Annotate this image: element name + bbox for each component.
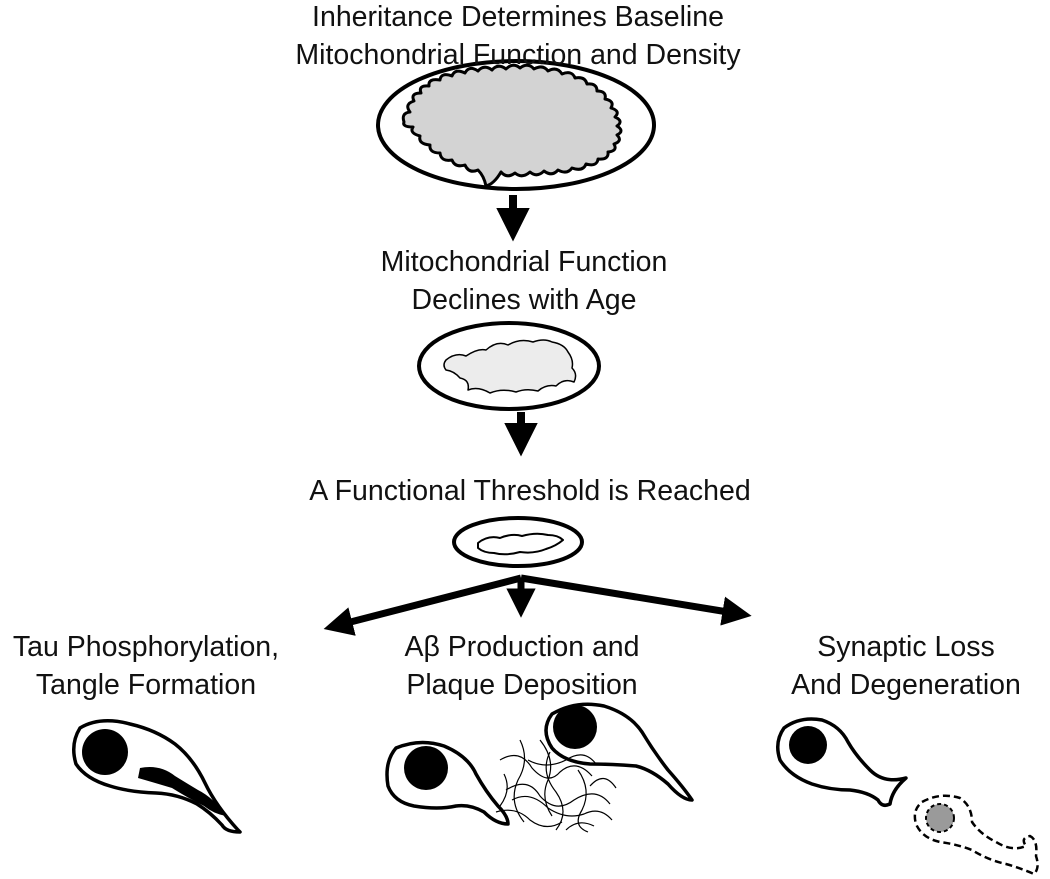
outcome-tau-line2: Tangle Formation (35, 669, 257, 701)
arrow-to-tau (323, 574, 522, 636)
step-threshold-title: A Functional Threshold is Reached (220, 472, 840, 510)
outcome-synaptic-title: Synaptic Loss And Degeneration (764, 628, 1048, 704)
outcome-tau-title: Tau Phosphorylation, Tangle Formation (0, 628, 292, 704)
step-decline-line2: Declines with Age (411, 284, 637, 316)
arrow-to-synaptic (520, 574, 752, 626)
outcome-abeta-line1: Aβ Production and (404, 631, 640, 663)
step-inheritance-line2: Mitochondrial Function and Density (295, 39, 741, 71)
outcome-abeta-line2: Plaque Deposition (406, 669, 638, 701)
step-decline-line1: Mitochondrial Function (380, 246, 668, 278)
aging-mitochondrion-icon (417, 321, 601, 411)
degenerating-neurons-icon (776, 717, 1039, 876)
amyloid-plaque-fibrils (495, 739, 617, 833)
outcome-tau-line1: Tau Phosphorylation, (12, 631, 280, 663)
neurons-with-plaque-icon (385, 702, 694, 833)
step-threshold-line1: A Functional Threshold is Reached (309, 475, 751, 507)
neuron-with-tangle-icon (72, 719, 242, 834)
healthy-mitochondrion-icon (376, 59, 656, 191)
outcome-abeta-title: Aβ Production and Plaque Deposition (372, 628, 672, 704)
threshold-mitochondrion-icon (452, 516, 584, 568)
step-inheritance-title: Inheritance Determines Baseline Mitochon… (183, 0, 853, 74)
branching-arrows (323, 574, 752, 636)
outcome-synaptic-line1: Synaptic Loss (817, 631, 995, 663)
step-inheritance-line1: Inheritance Determines Baseline (312, 1, 724, 33)
step-decline-title: Mitochondrial Function Declines with Age (274, 243, 774, 319)
outcome-synaptic-line2: And Degeneration (791, 669, 1021, 701)
